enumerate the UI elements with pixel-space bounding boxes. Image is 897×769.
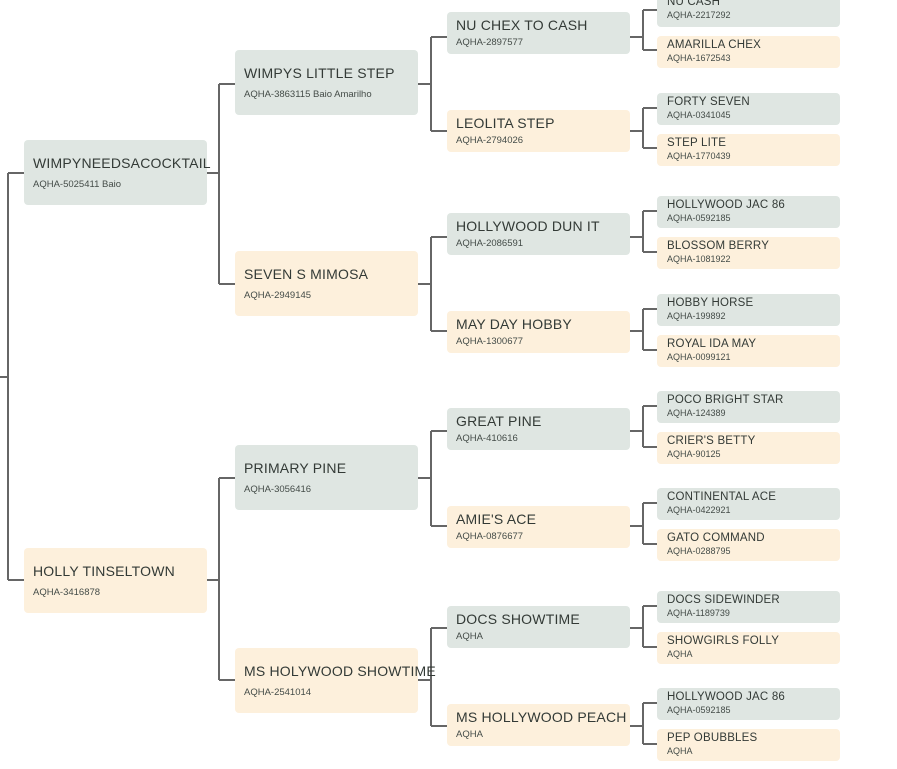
horse-name: GATO COMMAND <box>667 532 765 544</box>
dam-card[interactable]: HOLLY TINSELTOWN AQHA-3416878 <box>24 548 207 613</box>
ancestor-card-g3[interactable]: NU CHEX TO CASH AQHA-2897577 <box>447 12 630 54</box>
horse-name: BLOSSOM BERRY <box>667 240 770 252</box>
maternal-granddam-card[interactable]: MS HOLYWOOD SHOWTIME AQHA-2541014 <box>235 648 436 713</box>
registration-number: AQHA-0099121 <box>667 352 731 362</box>
registration-number: AQHA <box>456 631 483 642</box>
ancestor-card-g3[interactable]: MAY DAY HOBBY AQHA-1300677 <box>447 311 630 353</box>
registration-number: AQHA-199892 <box>667 311 726 321</box>
registration-number: AQHA-1300677 <box>456 336 524 347</box>
horse-name: MS HOLLYWOOD PEACH <box>456 709 627 725</box>
registration-number: AQHA-0288795 <box>667 546 731 556</box>
ancestor-card-g4[interactable]: GATO COMMAND AQHA-0288795 <box>657 529 840 561</box>
horse-name: HOLLY TINSELTOWN <box>33 563 175 579</box>
ancestor-card-g3[interactable]: LEOLITA STEP AQHA-2794026 <box>447 110 630 152</box>
horse-name: HOLLYWOOD JAC 86 <box>667 199 786 211</box>
registration-number: AQHA-0876677 <box>456 531 524 542</box>
registration-number: AQHA-410616 <box>456 433 518 444</box>
registration-number: AQHA-2541014 <box>244 687 312 698</box>
ancestor-card-g4[interactable]: NU CASH AQHA-2217292 <box>657 0 840 27</box>
registration-number: AQHA-1081922 <box>667 254 731 264</box>
ancestor-card-g4[interactable]: HOLLYWOOD JAC 86 AQHA-0592185 <box>657 688 840 720</box>
registration-number: AQHA-2086591 <box>456 238 524 249</box>
registration-number: AQHA-1672543 <box>667 53 731 63</box>
horse-name: NU CHEX TO CASH <box>456 17 588 33</box>
horse-name: FORTY SEVEN <box>667 96 750 108</box>
paternal-granddam-card[interactable]: SEVEN S MIMOSA AQHA-2949145 <box>235 251 418 316</box>
registration-number: AQHA <box>456 729 483 740</box>
horse-name: CONTINENTAL ACE <box>667 491 777 503</box>
registration-number: AQHA-3416878 <box>33 587 101 598</box>
ancestor-card-g4[interactable]: AMARILLA CHEX AQHA-1672543 <box>657 36 840 68</box>
ancestor-card-g4[interactable]: PEP OBUBBLES AQHA <box>657 729 840 761</box>
registration-number: AQHA <box>667 746 693 756</box>
ancestor-card-g3[interactable]: HOLLYWOOD DUN IT AQHA-2086591 <box>447 213 630 255</box>
ancestor-card-g3[interactable]: DOCS SHOWTIME AQHA <box>447 606 630 648</box>
horse-name: HOBBY HORSE <box>667 297 754 309</box>
registration-number: AQHA-0341045 <box>667 110 731 120</box>
ancestor-card-g4[interactable]: POCO BRIGHT STAR AQHA-124389 <box>657 391 840 423</box>
horse-name: DOCS SHOWTIME <box>456 611 580 627</box>
ancestor-card-g4[interactable]: CRIER'S BETTY AQHA-90125 <box>657 432 840 464</box>
horse-name: SHOWGIRLS FOLLY <box>667 635 780 647</box>
ancestor-card-g4[interactable]: FORTY SEVEN AQHA-0341045 <box>657 93 840 125</box>
horse-name: GREAT PINE <box>456 413 542 429</box>
horse-name: LEOLITA STEP <box>456 115 555 131</box>
registration-number: AQHA-2794026 <box>456 135 524 146</box>
registration-number: AQHA-2949145 <box>244 290 312 301</box>
registration-number: AQHA-3863115 Baio Amarilho <box>244 89 372 100</box>
ancestor-card-g4[interactable]: CONTINENTAL ACE AQHA-0422921 <box>657 488 840 520</box>
ancestor-card-g3[interactable]: GREAT PINE AQHA-410616 <box>447 408 630 450</box>
maternal-grandsire-card[interactable]: PRIMARY PINE AQHA-3056416 <box>235 445 418 510</box>
horse-name: WIMPYS LITTLE STEP <box>244 65 395 81</box>
horse-name: WIMPYNEEDSACOCKTAIL <box>33 155 211 171</box>
ancestor-card-g4[interactable]: ROYAL IDA MAY AQHA-0099121 <box>657 335 840 367</box>
registration-number: AQHA-5025411 Baio <box>33 179 122 190</box>
horse-name: STEP LITE <box>667 137 727 149</box>
horse-name: MS HOLYWOOD SHOWTIME <box>244 663 436 679</box>
registration-number: AQHA <box>667 649 693 659</box>
ancestor-card-g4[interactable]: DOCS SIDEWINDER AQHA-1189739 <box>657 591 840 623</box>
registration-number: AQHA-3056416 <box>244 484 312 495</box>
registration-number: AQHA-0592185 <box>667 213 731 223</box>
horse-name: HOLLYWOOD JAC 86 <box>667 691 786 703</box>
ancestor-card-g4[interactable]: SHOWGIRLS FOLLY AQHA <box>657 632 840 664</box>
horse-name: PEP OBUBBLES <box>667 732 758 744</box>
registration-number: AQHA-90125 <box>667 449 721 459</box>
horse-name: AMARILLA CHEX <box>667 39 761 51</box>
horse-name: MAY DAY HOBBY <box>456 316 572 332</box>
horse-name: CRIER'S BETTY <box>667 435 756 447</box>
ancestor-card-g3[interactable]: AMIE'S ACE AQHA-0876677 <box>447 506 630 548</box>
horse-name: NU CASH <box>667 0 721 8</box>
sire-card[interactable]: WIMPYNEEDSACOCKTAIL AQHA-5025411 Baio <box>24 140 211 205</box>
paternal-grandsire-card[interactable]: WIMPYS LITTLE STEP AQHA-3863115 Baio Ama… <box>235 50 418 115</box>
registration-number: AQHA-2897577 <box>456 37 524 48</box>
registration-number: AQHA-1770439 <box>667 151 731 161</box>
registration-number: AQHA-124389 <box>667 408 726 418</box>
horse-name: AMIE'S ACE <box>456 511 537 527</box>
registration-number: AQHA-1189739 <box>667 608 730 618</box>
ancestor-card-g4[interactable]: STEP LITE AQHA-1770439 <box>657 134 840 166</box>
horse-name: DOCS SIDEWINDER <box>667 594 780 606</box>
registration-number: AQHA-0592185 <box>667 705 731 715</box>
horse-name: ROYAL IDA MAY <box>667 338 757 350</box>
registration-number: AQHA-0422921 <box>667 505 731 515</box>
horse-name: SEVEN S MIMOSA <box>244 266 369 282</box>
ancestor-card-g3[interactable]: MS HOLLYWOOD PEACH AQHA <box>447 704 630 746</box>
ancestor-card-g4[interactable]: HOBBY HORSE AQHA-199892 <box>657 294 840 326</box>
registration-number: AQHA-2217292 <box>667 10 731 20</box>
horse-name: POCO BRIGHT STAR <box>667 394 784 406</box>
ancestor-card-g4[interactable]: HOLLYWOOD JAC 86 AQHA-0592185 <box>657 196 840 228</box>
ancestor-card-g4[interactable]: BLOSSOM BERRY AQHA-1081922 <box>657 237 840 269</box>
horse-name: PRIMARY PINE <box>244 460 347 476</box>
horse-name: HOLLYWOOD DUN IT <box>456 218 600 234</box>
